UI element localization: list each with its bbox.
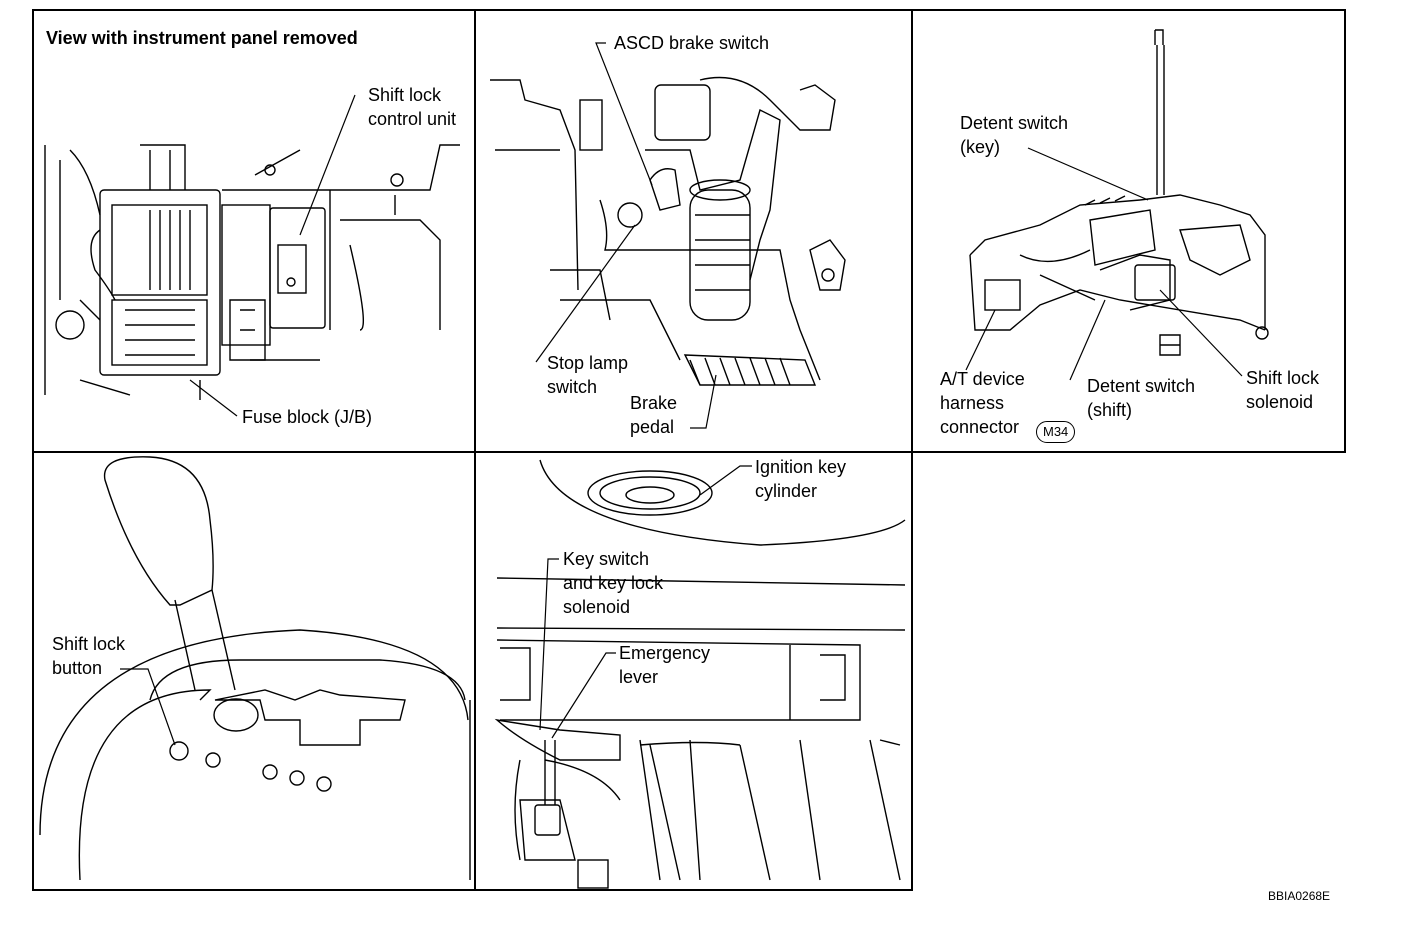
at-device-line2: harness	[940, 393, 1005, 413]
at-device-harness-connector-label: A/T device harness connector	[940, 367, 1025, 439]
shift-lock-solenoid-label: Shift lock solenoid	[1246, 366, 1319, 414]
shift-lock-control-unit-line1: Shift lock	[368, 85, 442, 105]
shift-lock-control-unit-label: Shift lock control unit	[368, 83, 456, 131]
stop-lamp-switch-line1: Stop lamp	[547, 353, 629, 373]
shift-lock-button-label: Shift lock button	[52, 632, 125, 680]
detent-switch-key-line1: Detent switch	[960, 113, 1069, 133]
panel-frame-shifter	[911, 9, 1346, 453]
stop-lamp-switch-label: Stop lamp switch	[547, 351, 628, 399]
key-switch-line3: solenoid	[563, 597, 631, 617]
shifter-device-drawing	[965, 29, 1269, 381]
stop-lamp-switch-line2: switch	[547, 377, 598, 397]
shift-lock-control-unit-line2: control unit	[368, 109, 457, 129]
ascd-brake-switch-label: ASCD brake switch	[614, 33, 770, 53]
instrument-panel-title: View with instrument panel removed	[46, 28, 358, 48]
shift-lock-button-line1: Shift lock	[52, 634, 126, 654]
ignition-key-line1: Ignition key	[755, 457, 847, 477]
connector-code-badge: M34	[1036, 421, 1076, 443]
key-switch-line2: and key lock	[563, 573, 664, 593]
shift-lock-button-line2: button	[52, 658, 103, 678]
fuse-block-label: Fuse block (J/B)	[242, 407, 373, 427]
detent-switch-shift-label: Detent switch (shift)	[1087, 374, 1195, 422]
shift-lock-solenoid-line1: Shift lock	[1246, 368, 1320, 388]
emergency-lever-label: Emergency lever	[619, 641, 710, 689]
brake-pedal-label: Brake pedal	[630, 391, 677, 439]
emergency-lever-line1: Emergency	[619, 643, 711, 663]
selector-lever-drawing	[39, 456, 471, 881]
detent-switch-shift-line2: (shift)	[1087, 400, 1132, 420]
panel-frame-brake	[474, 9, 913, 453]
key-switch-label: Key switch and key lock solenoid	[563, 547, 663, 619]
brake-pedal-line2: pedal	[630, 417, 675, 437]
detent-switch-key-label: Detent switch (key)	[960, 111, 1068, 159]
emergency-lever-line2: lever	[619, 667, 659, 687]
at-device-line1: A/T device	[940, 369, 1025, 389]
figure-code: BBIA0268E	[1268, 889, 1331, 903]
brake-pedal-drawing	[490, 42, 846, 429]
detent-switch-key-line2: (key)	[960, 137, 1000, 157]
detent-switch-shift-line1: Detent switch	[1087, 376, 1196, 396]
shift-lock-solenoid-line2: solenoid	[1246, 392, 1314, 412]
ignition-key-cylinder-label: Ignition key cylinder	[755, 455, 846, 503]
at-device-line3: connector	[940, 417, 1020, 437]
key-cylinder-drawing	[494, 459, 906, 889]
brake-pedal-line1: Brake	[630, 393, 678, 413]
key-switch-line1: Key switch	[563, 549, 650, 569]
instrument-panel-drawing	[44, 94, 460, 417]
panel-frame-key-cylinder	[474, 451, 913, 891]
ignition-key-line2: cylinder	[755, 481, 818, 501]
